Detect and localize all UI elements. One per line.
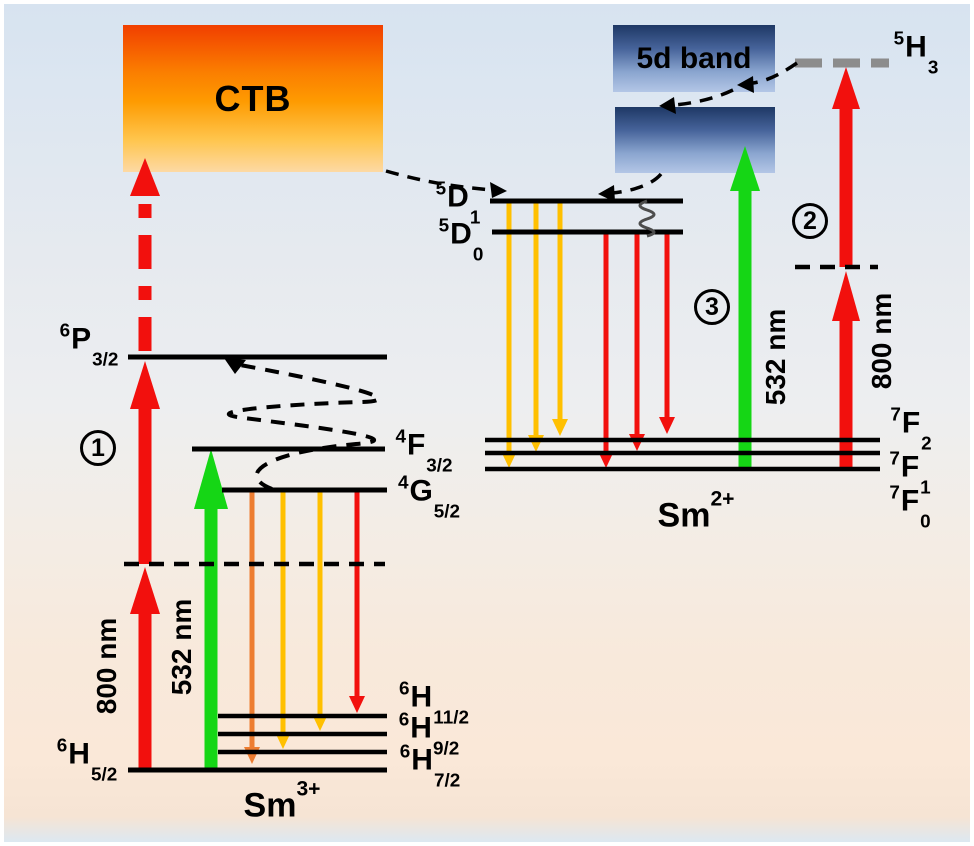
ion-label-sm3: Sm3+	[243, 776, 321, 825]
emission-arrow-5d1-to-7f0	[501, 202, 517, 468]
wavelength-label-800nm-sm3: 800 nm	[91, 617, 122, 715]
level-label-7f0: 7F0	[889, 482, 931, 533]
level-label-6h92: 6H9/2	[398, 709, 460, 760]
ctb-label: CTB	[214, 77, 292, 119]
emission-arrow-5d1-to-7f1	[528, 202, 544, 452]
nonradiative-relaxation-squiggle	[638, 199, 656, 238]
emission-arrow-5d0-to-7f0	[598, 233, 614, 468]
level-label-6p32: 6P3/2	[59, 320, 119, 371]
wavelength-label-800nm-sm2: 800 nm	[866, 292, 897, 390]
energy-transfer-curve-band-upper-to-lower	[659, 88, 734, 114]
emission-arrow-sm3-to-6h112	[349, 491, 365, 713]
pump-arrow-800nm-sm3-upper	[130, 361, 160, 564]
process-circle-3: 3	[694, 289, 730, 325]
energy-transfer-curve-band-to-5d1	[598, 172, 663, 202]
pump-arrow-800nm-sm2-upper	[832, 67, 860, 267]
wavelength-label-532nm-sm3: 532 nm	[166, 598, 197, 696]
emission-arrow-5d0-to-7f2	[659, 233, 675, 434]
level-label-6h112: 6H11/2	[399, 678, 469, 729]
level-label-7f1: 7F1	[889, 448, 931, 499]
emission-arrow-sm3-to-6h52	[244, 491, 260, 764]
ctb-band-box: CTB	[123, 25, 383, 172]
pump-arrow-dashed-to-ctb	[130, 158, 160, 351]
pump-arrow-800nm-sm3-lower	[130, 567, 160, 770]
level-label-5d1: 5D1	[435, 178, 481, 229]
level-label-4f32: 4F3/2	[395, 426, 453, 477]
emission-arrow-sm3-to-6h72	[275, 491, 291, 749]
level-label-7f2: 7F2	[890, 404, 932, 455]
level-label-5d0: 5D0	[438, 215, 484, 266]
emission-arrow-5d1-to-7f2	[552, 202, 568, 436]
level-label-6h52: 6H5/2	[56, 735, 118, 786]
cross-relaxation-serpentine-curve	[224, 358, 381, 491]
process-circle-2: 2	[792, 203, 828, 239]
pump-arrow-532nm-sm3	[194, 449, 228, 770]
level-label-4g52: 4G5/2	[397, 472, 461, 523]
pump-arrow-800nm-sm2-lower	[832, 271, 860, 470]
level-label-5h3: 5H3	[893, 28, 939, 79]
5d-band-label: 5d band	[636, 41, 752, 75]
emission-arrow-5d0-to-7f1	[629, 233, 645, 451]
wavelength-label-532nm-sm2: 532 nm	[760, 308, 791, 406]
energy-transfer-curve-5h3-to-band	[737, 61, 798, 93]
process-circle-1: 1	[80, 430, 116, 466]
energy-transfer-curve-ctb-to-5d1	[385, 169, 507, 198]
pump-arrow-532nm-sm2	[730, 146, 760, 470]
emission-arrow-sm3-to-6h92	[312, 491, 328, 731]
level-label-6h72: 6H7/2	[399, 741, 461, 792]
ion-label-sm2: Sm2+	[657, 486, 735, 535]
